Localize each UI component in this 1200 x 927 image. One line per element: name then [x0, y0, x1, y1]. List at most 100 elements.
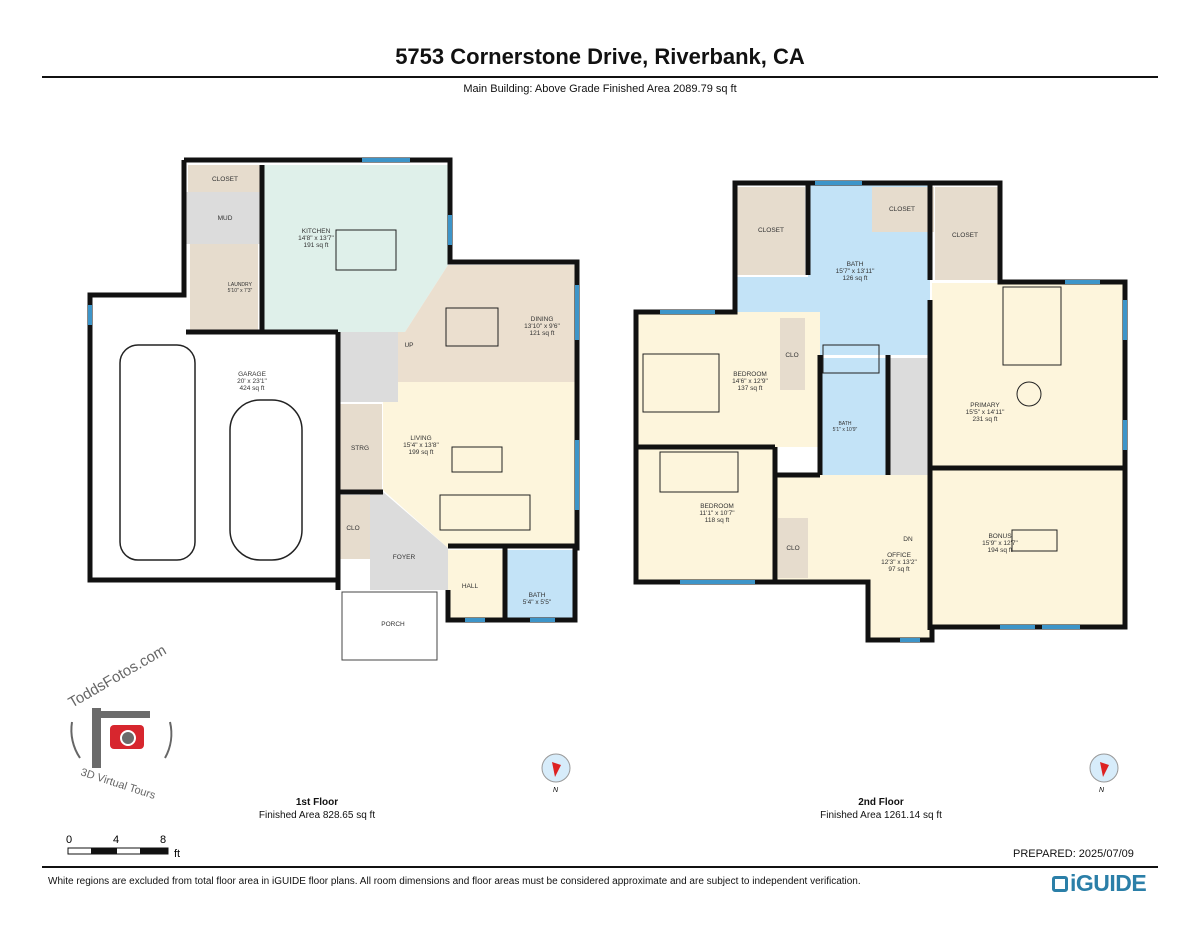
round-table-icon: [1016, 381, 1042, 407]
room-name: OFFICE: [887, 552, 911, 559]
room-laundry-fill: [190, 244, 258, 332]
room-area: 191 sq ft: [304, 242, 329, 249]
room-name: PORCH: [381, 621, 405, 628]
room-area: 194 sq ft: [988, 547, 1013, 554]
svg-text:DN: DN: [903, 536, 913, 543]
compass-icon: N: [1089, 753, 1119, 794]
room-dims: 5'4" x 5'5": [523, 599, 552, 606]
room-name: BATH: [847, 261, 864, 268]
floor1-caption: 1st Floor Finished Area 828.65 sq ft: [217, 796, 417, 822]
room-area: 118 sq ft: [705, 517, 730, 524]
room-name: STRG: [351, 445, 369, 452]
room-mud-fill: [184, 192, 262, 244]
svg-text:FOYER: FOYER: [393, 554, 416, 561]
stair-fill: [338, 332, 398, 402]
svg-text:CLO: CLO: [786, 545, 799, 552]
dining-table-icon: [445, 307, 499, 347]
porch-outline: [341, 591, 438, 661]
compass-icon: N: [541, 753, 571, 794]
room-dims: 15'7" x 13'11": [836, 268, 875, 275]
room-foyer-fill: [370, 492, 448, 590]
room-closet-fill: [188, 165, 262, 192]
svg-text:CLOSET: CLOSET: [889, 206, 915, 213]
room-dims: 13'10" x 9'6": [524, 323, 560, 330]
room-dims: 5'1" x 10'9": [833, 427, 858, 433]
ottoman-icon: [1011, 529, 1058, 552]
svg-text:PORCH: PORCH: [381, 621, 405, 628]
room-name: BONUS: [988, 533, 1012, 540]
room-bedroom2-fill: [638, 447, 775, 580]
room-dims: 15'4" x 13'8": [403, 442, 439, 449]
room-name: BATH: [839, 421, 852, 427]
room-name: CLO: [346, 525, 359, 532]
room-dims: 11'1" x 10'7": [699, 510, 735, 517]
room-area: 97 sq ft: [888, 566, 910, 573]
room-area: 231 sq ft: [973, 416, 998, 423]
room-closet-a-fill: [737, 187, 805, 275]
room-name: BEDROOM: [733, 371, 767, 378]
floor1-walls: [87, 157, 580, 623]
room-dims: 15'9" x 12'7": [982, 540, 1018, 547]
kitchen-island-icon: [335, 229, 397, 271]
svg-text:CLO: CLO: [785, 352, 798, 359]
iguide-logo: iGUIDE: [1052, 870, 1147, 897]
room-name: KITCHEN: [302, 228, 331, 235]
bed-icon: [642, 353, 720, 413]
room-name: CLOSET: [758, 227, 784, 234]
room-name: FOYER: [393, 554, 416, 561]
compass-label: N: [1099, 787, 1105, 794]
room-area: 126 sq ft: [843, 275, 868, 282]
room-bath-fill: [505, 550, 573, 618]
room-name: BATH: [529, 592, 546, 599]
scale-tick: 0: [66, 834, 72, 846]
room-hall-fill: [448, 550, 505, 618]
logo-text-top: ToddsFotos.com: [66, 642, 170, 712]
bed-icon: [1002, 286, 1062, 366]
room-strg-fill: [338, 404, 382, 490]
bed-icon: [659, 451, 739, 493]
room-bonus-fill: [930, 470, 1123, 625]
scale-unit: ft: [174, 848, 180, 860]
room-name: PRIMARY: [970, 402, 1000, 409]
svg-text:UP: UP: [404, 342, 413, 349]
svg-text:CLOSET: CLOSET: [212, 176, 238, 183]
floor1-title: 1st Floor: [295, 797, 339, 808]
footer-divider: [42, 866, 1158, 868]
floor2-area: Finished Area 1261.14 sq ft: [820, 810, 942, 821]
scale-tick: 4: [113, 834, 119, 846]
room-clo2-fill: [778, 518, 808, 578]
room-dims: 20' x 23'1": [237, 378, 267, 385]
room-dims: 14'8" x 13'7": [298, 235, 334, 242]
floor2-title: 2nd Floor: [858, 797, 904, 808]
truck-icon: [119, 344, 196, 561]
page-subtitle: Main Building: Above Grade Finished Area…: [463, 83, 737, 95]
room-living-fill: [383, 382, 575, 548]
stair-label: DN: [903, 536, 913, 543]
floor2-windows: [660, 181, 1127, 642]
room-kitchen-fill: [262, 165, 448, 332]
room-area: 137 sq ft: [738, 385, 763, 392]
room-closet-c-fill: [935, 187, 998, 280]
room-office-fill: [775, 475, 930, 638]
room-name: MUD: [218, 215, 233, 222]
svg-text:CLOSET: CLOSET: [758, 227, 784, 234]
room-name: LAUNDRY: [228, 282, 252, 288]
toddsfotos-logo: ToddsFotos.com 3D Virtual Tours: [66, 642, 173, 802]
scale-tick: 8: [160, 834, 166, 846]
room-name: LIVING: [410, 435, 431, 442]
coffee-table-icon: [451, 446, 503, 473]
room-dims: 12'3" x 13'2": [881, 559, 917, 566]
room-clo1-fill: [780, 318, 805, 390]
room-dining-fill: [385, 265, 575, 382]
